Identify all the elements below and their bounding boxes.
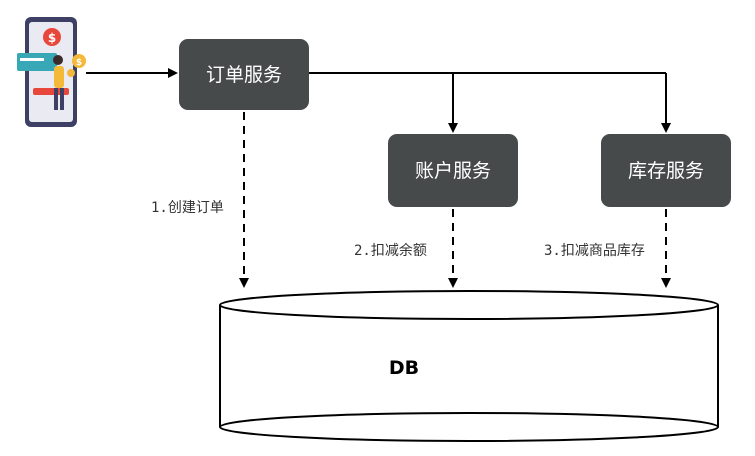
database-label: DB (389, 357, 419, 379)
inventory-service-node: 库存服务 (601, 134, 731, 207)
step-deduct-stock-label: 3.扣减商品库存 (544, 243, 645, 259)
order-service-node: 订单服务 (179, 39, 309, 110)
database-bottom-ellipse (219, 412, 719, 442)
user-payment-icon: $ $ (17, 17, 86, 127)
svg-text:$: $ (48, 31, 56, 45)
svg-text:$: $ (76, 58, 82, 68)
order-service-label: 订单服务 (206, 64, 282, 86)
inventory-service-label: 库存服务 (628, 160, 704, 182)
account-service-label: 账户服务 (415, 160, 491, 182)
account-service-node: 账户服务 (388, 134, 518, 207)
database-cylinder: DB (219, 290, 719, 442)
step-deduct-balance-label: 2.扣减余额 (354, 242, 427, 259)
database-top-ellipse (219, 290, 719, 320)
step-create-order-label: 1.创建订单 (151, 200, 224, 216)
